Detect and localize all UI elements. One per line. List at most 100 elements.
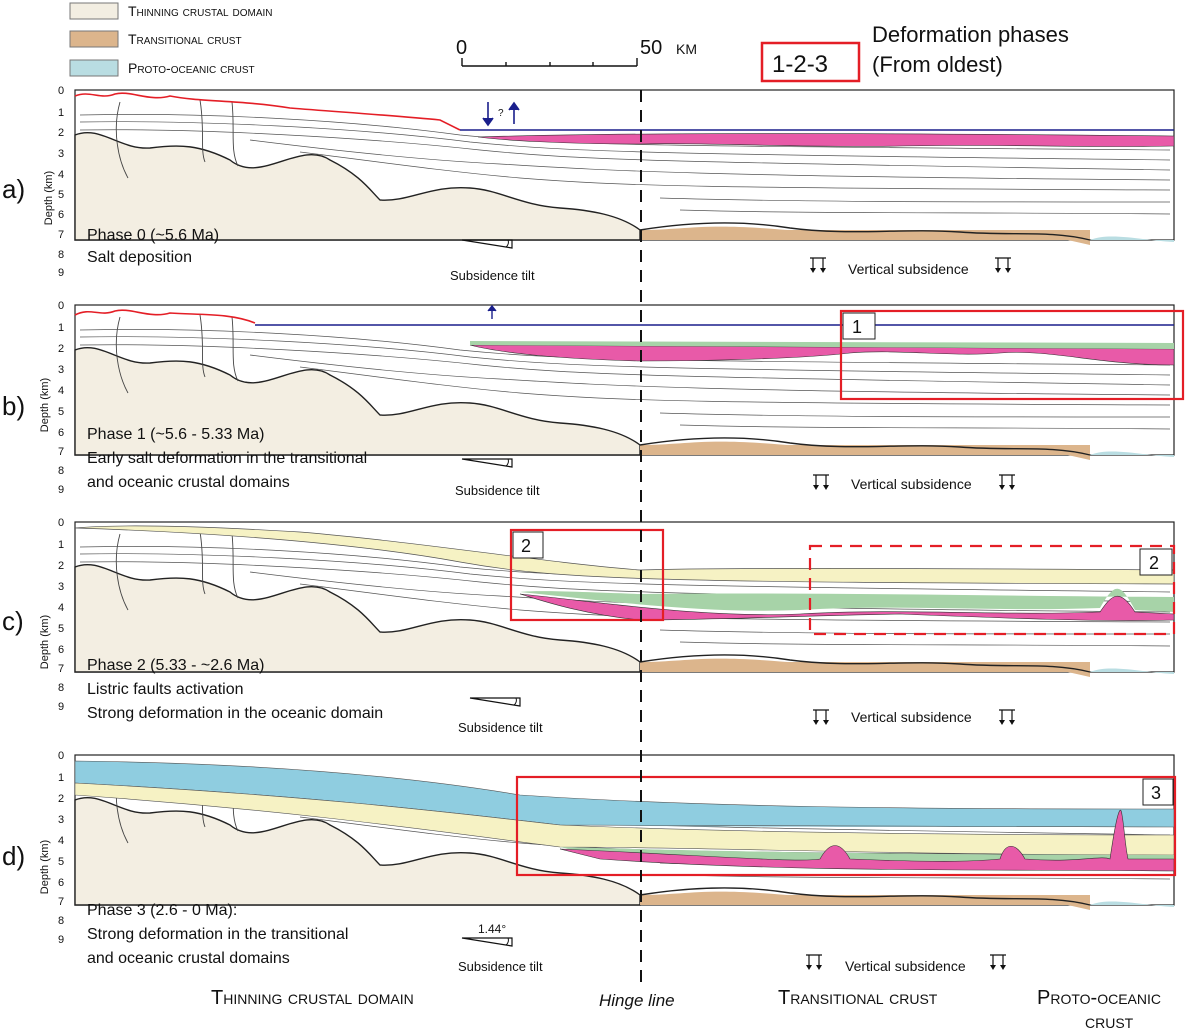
scale-start: 0 [456, 37, 467, 59]
subsidence-tilt-label: Subsidence tilt [450, 268, 535, 283]
depth-axes: Depth (km) 0 1 2 3 4 5 6 7 8 9 Depth (km… [39, 85, 64, 946]
depth-tick: 9 [58, 701, 64, 713]
tilt-angle: 1.44° [478, 922, 506, 936]
depth-tick: 5 [58, 856, 64, 868]
depth-tick: 6 [58, 877, 64, 889]
subsidence-tilt-label: Subsidence tilt [458, 720, 543, 735]
vertical-subsidence-label: Vertical subsidence [851, 709, 972, 725]
scale-bar: 0 50 km [456, 37, 697, 67]
depth-tick: 1 [58, 539, 64, 551]
subsidence-tilt-label: Subsidence tilt [455, 483, 540, 498]
phase-title: Phase 2 (5.33 - ~2.6 Ma) [87, 657, 264, 674]
phases-box-label: 1-2-3 [772, 51, 828, 78]
depth-tick: 5 [58, 189, 64, 201]
phases-title: Deformation phases [872, 22, 1069, 47]
phase-box-2-label: 2 [521, 536, 531, 556]
depth-tick: 0 [58, 85, 64, 97]
depth-tick: 1 [58, 322, 64, 334]
legend-swatch-proto [69, 59, 119, 77]
depth-tick: 7 [58, 896, 64, 908]
depth-tick: 2 [58, 343, 64, 355]
depth-tick: 2 [58, 127, 64, 139]
phase-desc-1: Strong deformation in the transitional [87, 926, 348, 943]
panel-letter: b) [2, 391, 25, 421]
depth-tick: 4 [58, 835, 64, 847]
subsidence-tilt-label: Subsidence tilt [458, 959, 543, 974]
depth-tick: 5 [58, 623, 64, 635]
depth-tick: 0 [58, 300, 64, 312]
panel-letter: d) [2, 841, 25, 871]
label-crust: crust [1085, 1011, 1134, 1032]
depth-tick: 8 [58, 915, 64, 927]
phase-desc-2: and oceanic crustal domains [87, 474, 290, 491]
depth-tick: 7 [58, 663, 64, 675]
phase-box-2-dashed [808, 544, 1176, 636]
phase-desc-1: Early salt deformation in the transition… [87, 450, 367, 467]
depth-tick: 5 [58, 406, 64, 418]
depth-tick: 8 [58, 465, 64, 477]
phase-box-3 [515, 775, 1177, 877]
depth-axis-label: Depth (km) [39, 840, 51, 894]
legend-label-transitional: Transitional crust [128, 31, 242, 47]
legend-swatch-thinning [69, 2, 119, 20]
depth-tick: 0 [58, 517, 64, 529]
phase-box-2b-label: 2 [1149, 553, 1159, 573]
depth-tick: 3 [58, 814, 64, 826]
depth-tick: 6 [58, 427, 64, 439]
depth-tick: 9 [58, 484, 64, 496]
panel-letter: c) [2, 606, 24, 636]
panel-c: 2 2 c) Phase 2 (5.33 - ~2.6 Ma) Listric … [2, 521, 1176, 735]
depth-tick: 2 [58, 793, 64, 805]
vertical-subsidence-label: Vertical subsidence [848, 261, 969, 277]
depth-tick: 7 [58, 229, 64, 241]
legend-label-thinning: Thinning crustal domain [128, 3, 273, 19]
depth-axis-label: Depth (km) [39, 615, 51, 669]
legend: Thinning crustal domain Transitional cru… [69, 2, 273, 77]
phase-box-1-label: 1 [852, 317, 862, 337]
depth-tick: 8 [58, 682, 64, 694]
label-hinge-line: Hinge line [599, 991, 675, 1010]
phase-title: Phase 1 (~5.6 - 5.33 Ma) [87, 426, 264, 443]
phases-subtitle: (From oldest) [872, 52, 1003, 77]
phase-desc-1: Listric faults activation [87, 681, 244, 698]
phase-desc-2: and oceanic crustal domains [87, 950, 290, 967]
scale-end: 50 [640, 37, 662, 59]
depth-tick: 1 [58, 107, 64, 119]
depth-tick: 3 [58, 364, 64, 376]
question-mark: ? [498, 108, 504, 119]
phase-title: Phase 3 (2.6 - 0 Ma): [87, 902, 237, 919]
label-thinning-domain: Thinning crustal domain [211, 987, 414, 1009]
depth-tick: 9 [58, 934, 64, 946]
depth-tick: 6 [58, 644, 64, 656]
label-proto-oceanic: Proto-oceanic [1037, 987, 1161, 1009]
label-transitional-crust: Transitional crust [778, 987, 938, 1009]
legend-label-proto: Proto-oceanic crust [128, 60, 255, 76]
panel-b: 1 b) Phase 1 (~5.6 - 5.33 Ma) Early salt… [2, 304, 1185, 498]
depth-tick: 3 [58, 148, 64, 160]
panel-a: ? a) Phase 0 (~5.6 Ma) Salt deposition S… [2, 89, 1175, 283]
depth-tick: 0 [58, 750, 64, 762]
phase-desc-1: Salt deposition [87, 249, 192, 266]
vertical-subsidence-label: Vertical subsidence [851, 476, 972, 492]
depth-tick: 2 [58, 560, 64, 572]
legend-swatch-transitional [69, 30, 119, 48]
depth-tick: 6 [58, 209, 64, 221]
phase-box-3-label: 3 [1151, 783, 1161, 803]
depth-tick: 1 [58, 772, 64, 784]
depth-axis-label: Depth (km) [39, 378, 51, 432]
phase-box-2 [509, 528, 665, 622]
depth-tick: 3 [58, 581, 64, 593]
scale-unit: km [676, 37, 697, 59]
depth-tick: 9 [58, 267, 64, 279]
depth-axis-label: Depth (km) [43, 171, 55, 225]
panel-letter: a) [2, 174, 25, 204]
depth-tick: 4 [58, 169, 64, 181]
phase-title: Phase 0 (~5.6 Ma) [87, 227, 219, 244]
phases-legend: 1-2-3 Deformation phases (From oldest) [760, 22, 1069, 83]
depth-tick: 7 [58, 446, 64, 458]
vertical-subsidence-label: Vertical subsidence [845, 958, 966, 974]
depth-tick: 4 [58, 385, 64, 397]
bottom-labels: Thinning crustal domain Hinge line Trans… [211, 987, 1161, 1032]
phase-box-1 [839, 309, 1185, 401]
